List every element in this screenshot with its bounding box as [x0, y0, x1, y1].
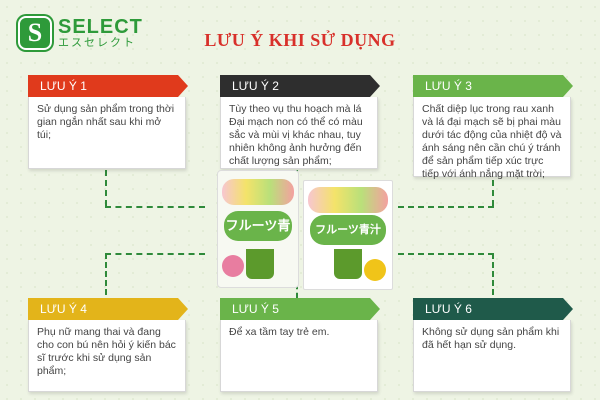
note-card-5: LƯU Ý 5 Để xa tầm tay trẻ em. — [220, 298, 380, 392]
note-card-text: Chất diệp lục trong rau xanh và lá đại m… — [413, 97, 571, 180]
note-card-text: Tùy theo vụ thu hoạch mà lá Đại mạch non… — [220, 97, 378, 169]
product-pouch: フルーツ青汁 — [217, 170, 299, 288]
logo-wordmark: SELECT — [58, 15, 143, 38]
note-card-label: LƯU Ý 3 — [413, 75, 573, 97]
note-card-6: LƯU Ý 6 Không sử dụng sản phẩm khi đã hế… — [413, 298, 573, 392]
note-card-label: LƯU Ý 2 — [220, 75, 380, 97]
connector — [296, 284, 298, 298]
connector — [398, 253, 494, 255]
product-box-title: フルーツ青汁 — [310, 215, 386, 245]
note-card-label: LƯU Ý 4 — [28, 298, 188, 320]
connector — [492, 170, 494, 206]
note-card-label: LƯU Ý 1 — [28, 75, 188, 97]
note-card-text: Không sử dụng sản phẩm khi đã hết hạn sử… — [413, 320, 571, 392]
note-card-text: Phụ nữ mang thai và đang cho con bú nên … — [28, 320, 186, 392]
note-card-text: Sử dụng sản phẩm trong thời gian ngắn nh… — [28, 97, 186, 169]
connector — [105, 253, 205, 255]
note-card-label: LƯU Ý 6 — [413, 298, 573, 320]
note-card-4: LƯU Ý 4 Phụ nữ mang thai và đang cho con… — [28, 298, 188, 392]
note-card-2: LƯU Ý 2 Tùy theo vụ thu hoạch mà lá Đại … — [220, 75, 380, 169]
product-pouch-title: フルーツ青汁 — [224, 211, 292, 263]
logo-badge-icon: S — [18, 16, 52, 50]
connector — [398, 206, 494, 208]
note-card-label: LƯU Ý 5 — [220, 298, 380, 320]
note-card-text: Để xa tầm tay trẻ em. — [220, 320, 378, 392]
connector — [105, 206, 205, 208]
connector — [105, 170, 107, 206]
brand-logo: S SELECT エスセレクト — [18, 16, 143, 50]
product-image: フルーツ青汁 フルーツ青汁 — [207, 166, 397, 294]
note-card-3: LƯU Ý 3 Chất diệp lục trong rau xanh và … — [413, 75, 573, 180]
logo-subtitle: エスセレクト — [58, 36, 136, 49]
page-title: LƯU Ý KHI SỬ DỤNG — [204, 30, 396, 50]
note-card-1: LƯU Ý 1 Sử dụng sản phẩm trong thời gian… — [28, 75, 188, 169]
product-box: フルーツ青汁 — [303, 180, 393, 290]
connector — [105, 253, 107, 295]
connector — [492, 253, 494, 295]
